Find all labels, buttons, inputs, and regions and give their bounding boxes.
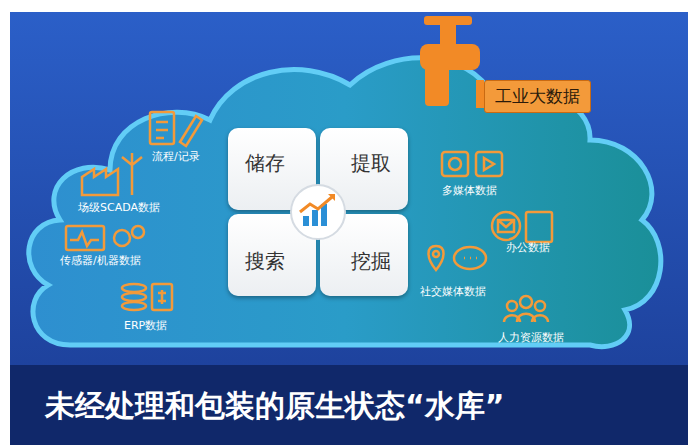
data-label: 多媒体数据 bbox=[442, 183, 497, 198]
function-tile: 搜索 bbox=[228, 214, 316, 296]
node-text: 工业大数据 bbox=[495, 85, 580, 108]
function-tile: 储存 bbox=[228, 128, 316, 210]
data-label: 人力资源数据 bbox=[498, 330, 564, 345]
data-label: ERP数据 bbox=[124, 318, 167, 333]
function-tile: 提取 bbox=[320, 128, 408, 210]
data-icons bbox=[66, 112, 202, 310]
data-label: 办公数据 bbox=[506, 240, 550, 255]
faucet bbox=[420, 16, 484, 108]
node-text: 搜索 bbox=[245, 248, 285, 275]
node-text: 挖掘 bbox=[351, 248, 391, 275]
caption-band bbox=[10, 365, 688, 445]
caption: 未经处理和包装的原生状态“水库” bbox=[45, 386, 504, 427]
data-label: 流程/记录 bbox=[152, 149, 200, 164]
data-label: 社交媒体数据 bbox=[420, 284, 486, 299]
function-tile: 挖掘 bbox=[320, 214, 408, 296]
cloud bbox=[29, 58, 661, 347]
background bbox=[10, 12, 688, 445]
node-text: 提取 bbox=[351, 150, 391, 177]
data-source-tag: 工业大数据 bbox=[484, 80, 591, 113]
data-label: 场级SCADA数据 bbox=[78, 200, 160, 215]
node-text: 储存 bbox=[245, 150, 285, 177]
data-label: 传感器/机器数据 bbox=[60, 253, 141, 268]
